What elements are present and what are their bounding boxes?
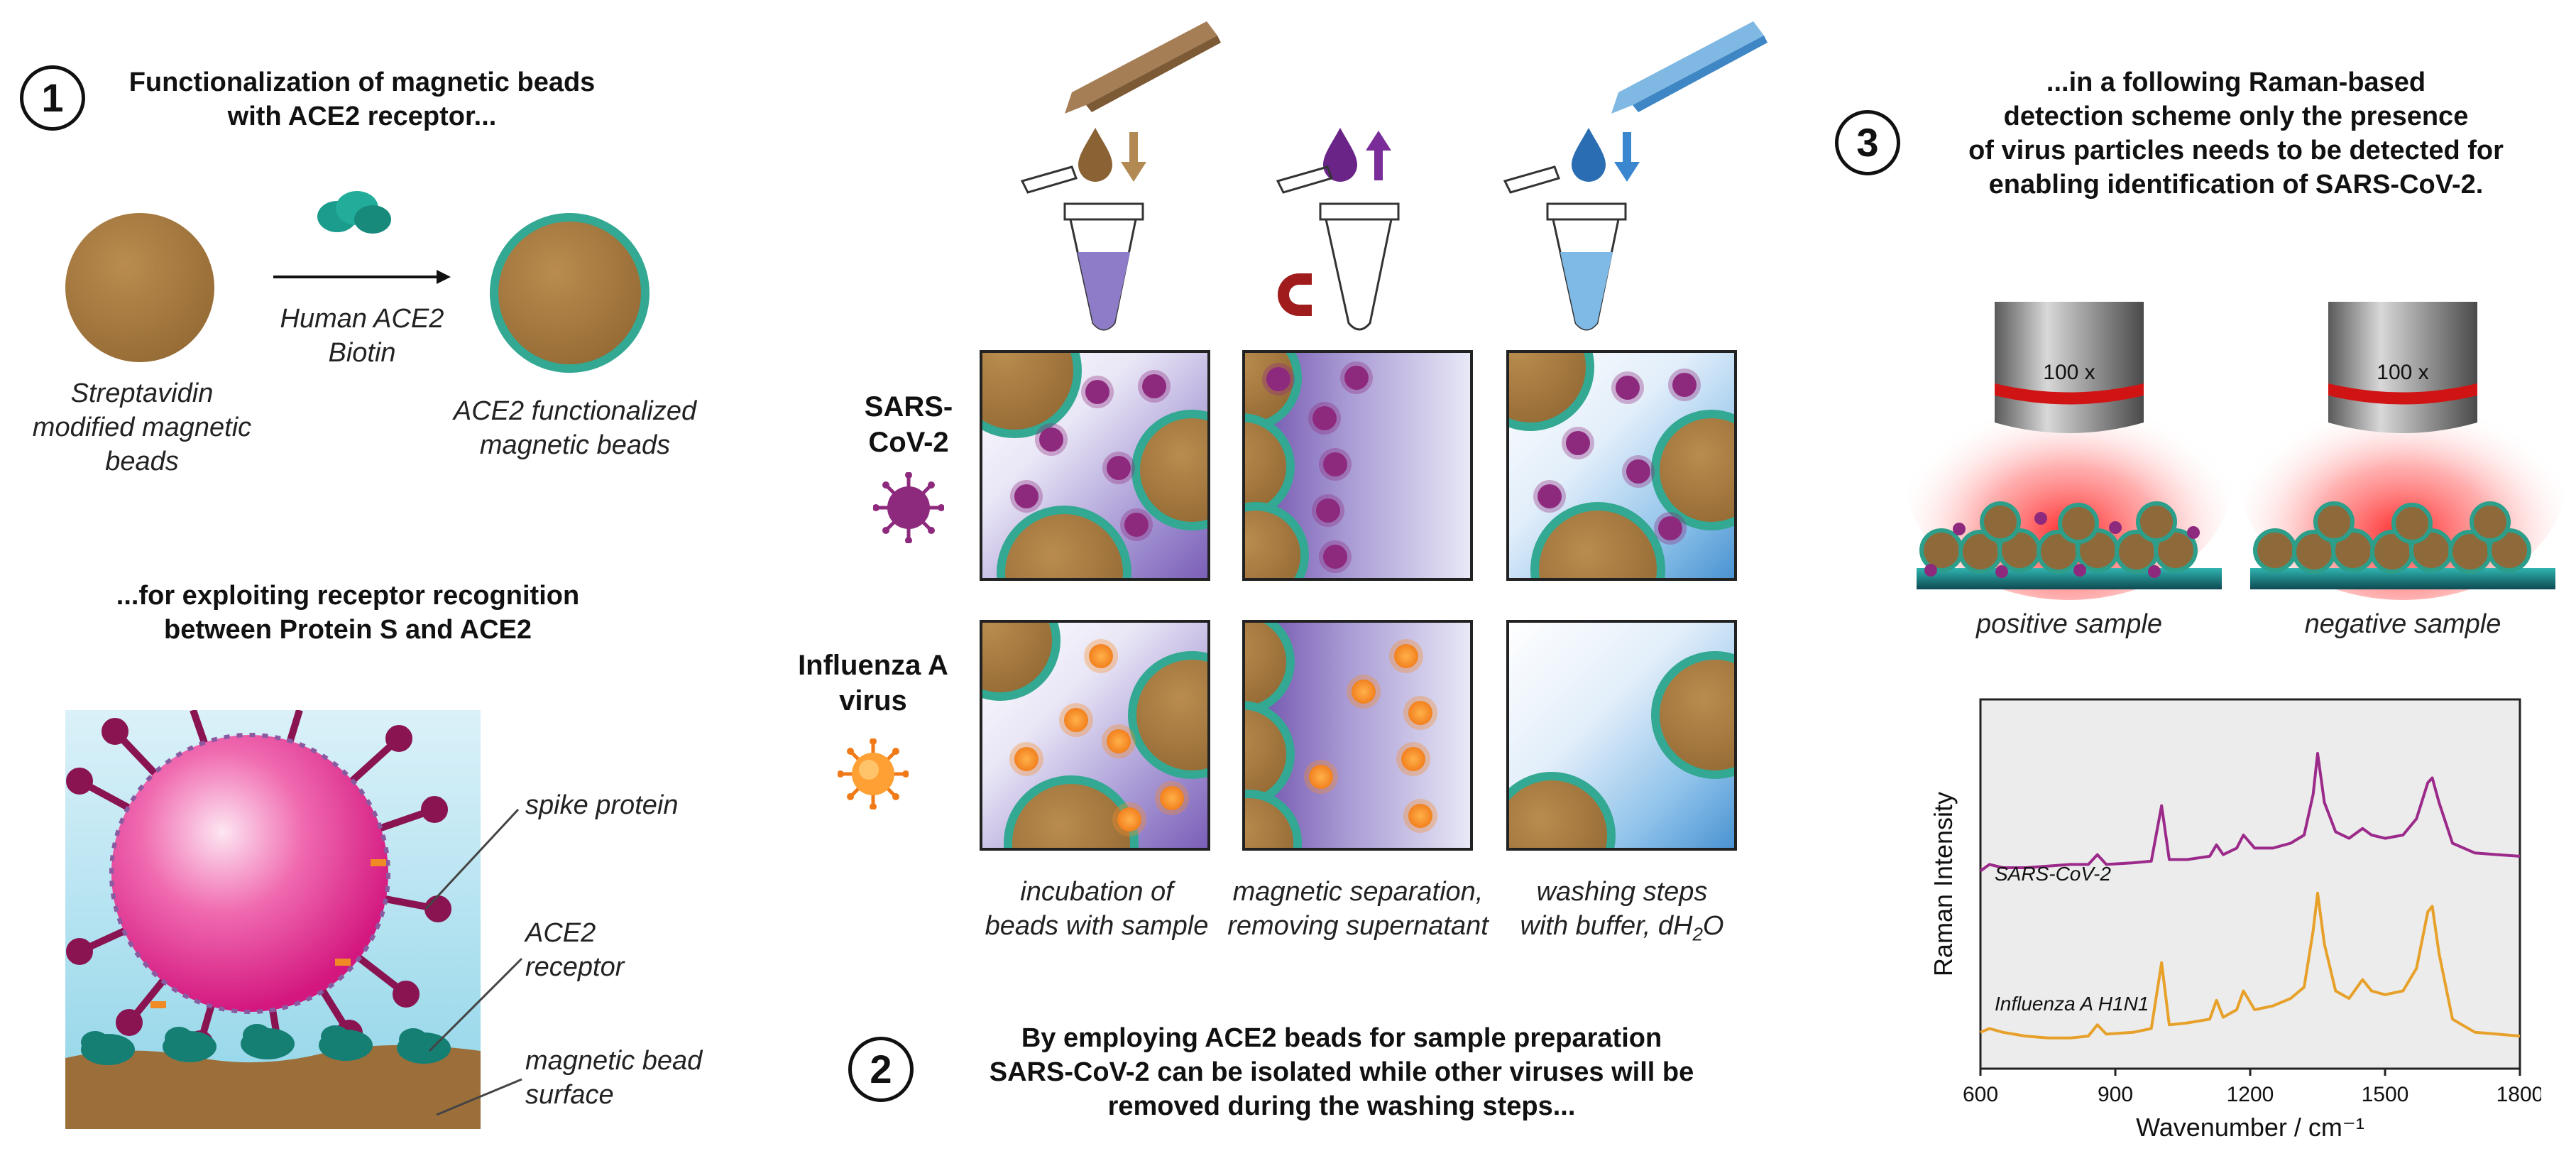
sars-incubation-panel	[980, 350, 1210, 581]
virus1-label-line2: CoV-2	[868, 427, 949, 458]
section1-subheading-line2: between Protein S and ACE2	[163, 615, 532, 645]
influenza-a-label: Influenza A virus	[767, 648, 980, 719]
plot-area	[1979, 698, 2521, 1070]
x-tick-label: 1200	[2227, 1083, 2274, 1106]
x-tick-label: 900	[2098, 1083, 2133, 1106]
section1-heading-line1: Functionalization of magnetic beads	[128, 67, 596, 97]
x-axis-title: Wavenumber / cm⁻¹	[2136, 1113, 2364, 1142]
virus2-label-line1: Influenza A	[798, 650, 948, 681]
step2-caption: magnetic separation, removing supernatan…	[1220, 875, 1496, 943]
influenza-virus-icon	[838, 738, 909, 809]
end-label-line2: magnetic beads	[479, 430, 671, 460]
negative-sample-raman-setup	[2240, 302, 2566, 600]
section3-heading-line2: detection scheme only the presence	[2003, 102, 2469, 131]
raman-spectrum-chart: 600 900 1200 1500 1800 Raman Intensity Waven…	[1929, 698, 2541, 1142]
ace2-label-line1: ACE2	[525, 918, 596, 948]
section3-heading: ...in a following Raman-based detection …	[1917, 65, 2555, 202]
step1-caption-line2: beads with sample	[985, 911, 1209, 941]
section1-heading-line2: with ACE2 receptor...	[227, 102, 497, 131]
functionalized-bead-label: ACE2 functionalized magnetic beads	[433, 394, 717, 462]
start-label-line3: beads	[105, 447, 179, 476]
series-label-influenza: Influenza A H1N1	[1995, 993, 2149, 1015]
section2-bottom-line3: removed during the washing steps...	[1107, 1091, 1576, 1121]
brown-drop-down-icon	[1078, 128, 1146, 182]
virus2-label-line2: virus	[839, 685, 907, 716]
step-number-3: 3	[1835, 110, 1900, 175]
streptavidin-bead-label: Streptavidin modified magnetic beads	[14, 376, 270, 479]
y-axis-title: Raman Intensity	[1929, 792, 1958, 976]
step1-caption-line1: incubation of	[1020, 877, 1173, 907]
spike-protein-label: spike protein	[525, 790, 679, 820]
x-tick-label: 1500	[2362, 1083, 2409, 1106]
step-number-2: 2	[848, 1037, 914, 1102]
step3-caption-line2-text: with buffer, dH	[1520, 911, 1693, 941]
section1-heading: Functionalization of magnetic beads with…	[99, 65, 625, 133]
tube-washing-icon	[1503, 165, 1627, 331]
section3-heading-line4: enabling identification of SARS-CoV-2.	[1988, 170, 2484, 200]
positive-sample-label: positive sample	[1976, 609, 2162, 639]
ace2-receptor-label: ACE2 receptor	[525, 916, 738, 984]
tube-magnetic-icon	[1276, 165, 1400, 331]
series-label-sars-cov-2: SARS-CoV-2	[1995, 863, 2111, 885]
virus1-label-line1: SARS-	[864, 391, 953, 422]
step1-caption: incubation of beads with sample	[965, 875, 1228, 943]
section2-bottom-line1: By employing ACE2 beads for sample prepa…	[1021, 1023, 1662, 1053]
sars-cov-2-label: SARS- CoV-2	[838, 389, 980, 460]
sample-pipette-icon	[1065, 21, 1221, 114]
series-line-0	[1979, 752, 2521, 873]
negative-objective-label: 100 x	[2377, 361, 2429, 384]
x-tick-label: 600	[1963, 1083, 1998, 1106]
sars-magnetic-panel	[1242, 350, 1473, 581]
label-leader-lines	[424, 808, 523, 1116]
section1-subheading-line1: ...for exploiting receptor recognition	[116, 581, 580, 611]
section1-subheading: ...for exploiting receptor recognition b…	[57, 579, 639, 647]
reagent-label: Human ACE2 Biotin	[248, 302, 476, 370]
bead-surface-label-line1: magnetic bead	[525, 1046, 703, 1076]
x-tick-label: 1800	[2496, 1083, 2541, 1106]
ace2-reagent-icon	[317, 191, 391, 234]
start-label-line2: modified magnetic	[32, 413, 252, 442]
negative-sample-label: negative sample	[2304, 609, 2501, 639]
section3-heading-line1: ...in a following Raman-based	[2046, 67, 2426, 97]
end-label-line1: ACE2 functionalized	[453, 396, 697, 426]
tube-incubation-icon	[1020, 165, 1144, 331]
ace2-label-line2: receptor	[525, 952, 625, 982]
flu-magnetic-panel	[1242, 620, 1473, 851]
bead-surface-label-line2: surface	[525, 1080, 614, 1110]
positive-objective-label: 100 x	[2043, 361, 2095, 384]
reagent-label-line2: Biotin	[328, 338, 396, 368]
section3-heading-line3: of virus particles needs to be detected …	[1968, 136, 2504, 165]
bead-surface-label: magnetic bead surface	[525, 1044, 752, 1112]
ace2-functionalized-bead	[490, 213, 650, 373]
step2-caption-line1: magnetic separation,	[1232, 877, 1484, 907]
flu-incubation-panel	[980, 620, 1210, 851]
reaction-arrow	[273, 270, 451, 284]
blue-drop-down-icon	[1572, 128, 1640, 182]
positive-sample-raman-setup	[1906, 302, 2232, 600]
section2-bottom-line2: SARS-CoV-2 can be isolated while other v…	[989, 1057, 1694, 1087]
flu-washing-panel	[1506, 620, 1737, 851]
sars-cov-2-virus-icon	[873, 472, 944, 543]
step3-caption-line2-end: O	[1702, 911, 1724, 941]
spike-ace2-illustration	[65, 710, 481, 1129]
buffer-pipette-icon	[1611, 21, 1767, 114]
step2-caption-line2: removing supernatant	[1227, 911, 1489, 941]
step3-caption-subscript: 2	[1692, 923, 1703, 945]
sars-washing-panel	[1506, 350, 1737, 581]
start-label-line1: Streptavidin	[70, 378, 214, 408]
step3-caption: washing steps with buffer, dH2O	[1491, 875, 1753, 951]
reagent-label-line1: Human ACE2	[280, 304, 444, 334]
series-line-1	[1980, 891, 2521, 1040]
section2-bottom-text: By employing ACE2 beads for sample prepa…	[937, 1021, 1746, 1123]
step-number-1: 1	[20, 65, 85, 131]
step3-caption-line2: with buffer, dH2O	[1491, 909, 1753, 951]
streptavidin-bead	[65, 213, 214, 362]
purple-drop-up-icon	[1323, 128, 1391, 182]
step3-caption-line1: washing steps	[1536, 877, 1708, 907]
